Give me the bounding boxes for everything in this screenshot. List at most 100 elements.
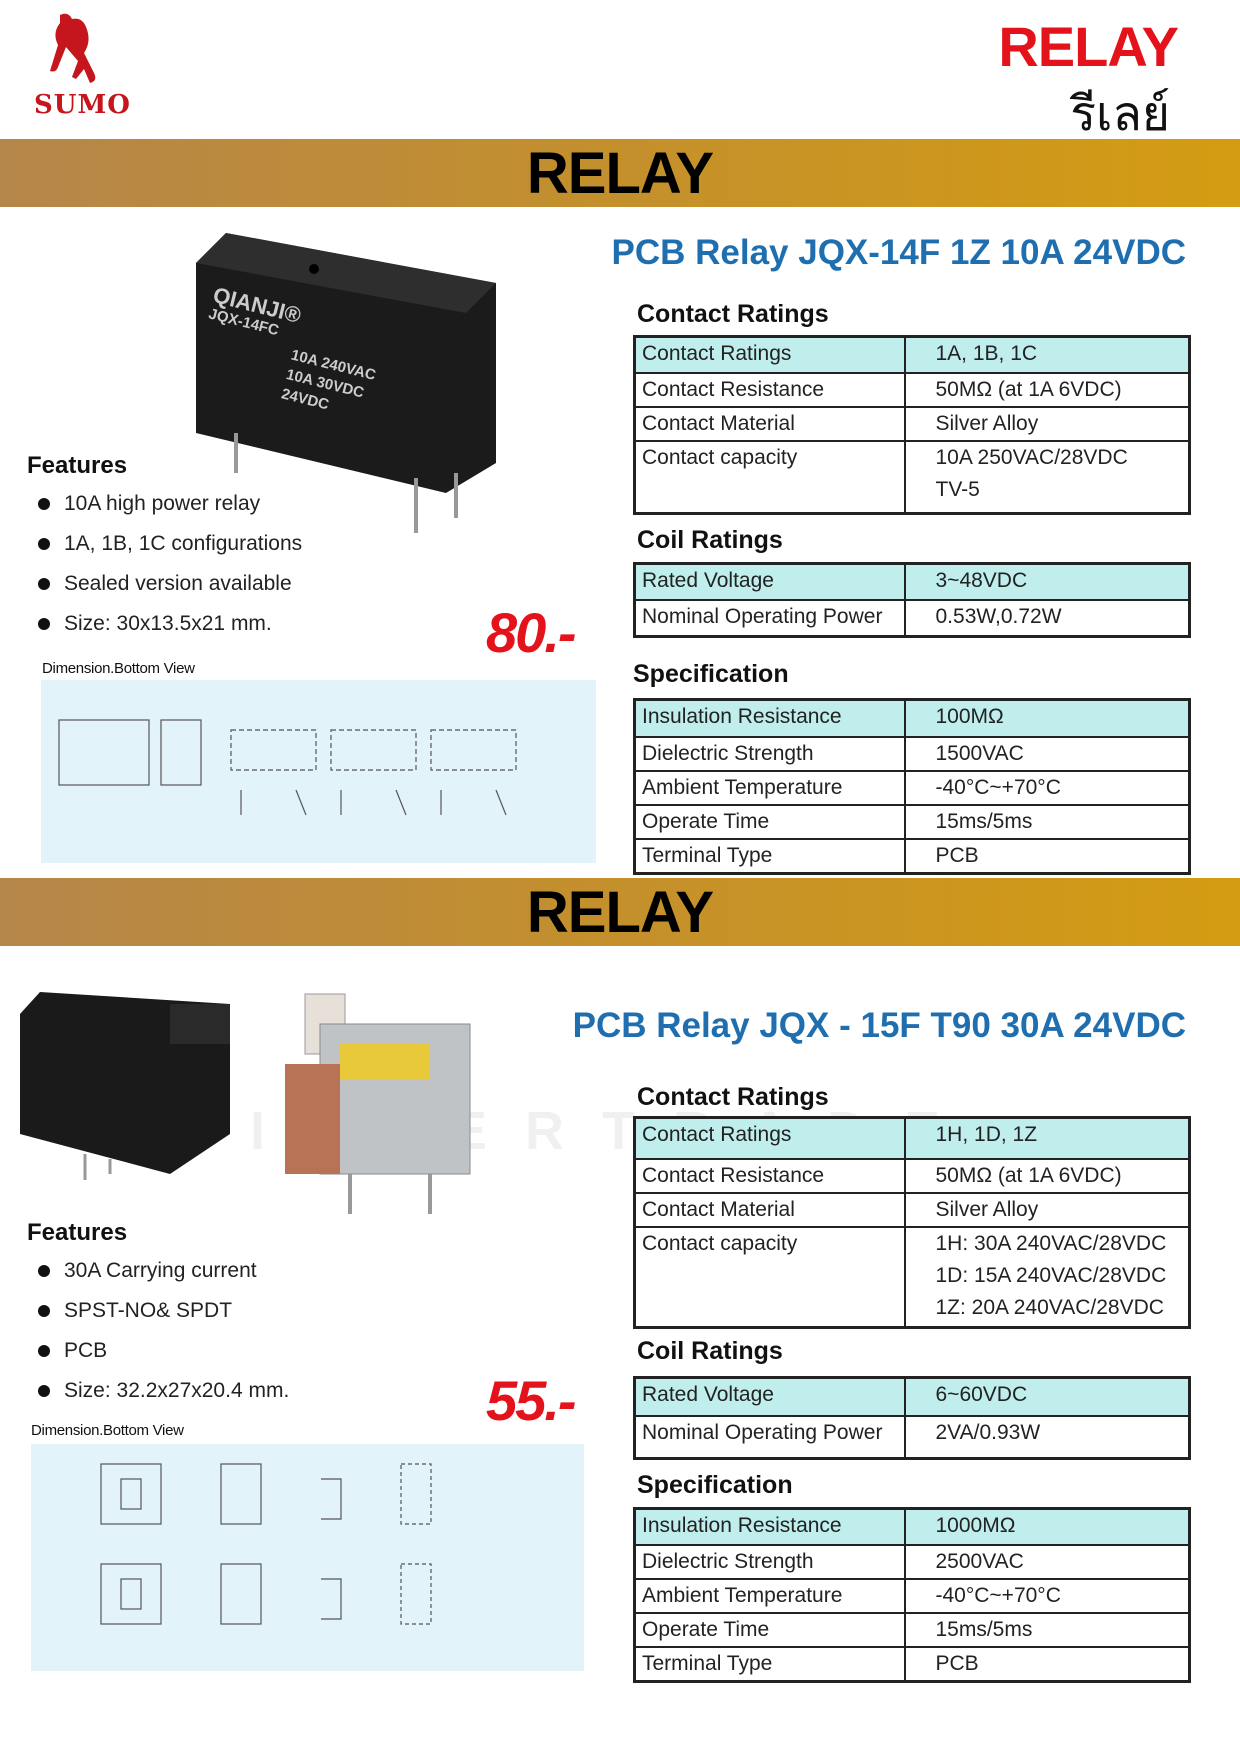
row-label: Insulation Resistance (633, 1507, 906, 1546)
bullet-icon (38, 578, 50, 590)
row-label: Contact Resistance (633, 371, 906, 408)
row-value: -40°C~+70°C (903, 769, 1191, 806)
bullet-icon (38, 1305, 50, 1317)
feature-text: Size: 32.2x27x20.4 mm. (64, 1379, 290, 1402)
row-value: -40°C~+70°C (903, 1577, 1191, 1614)
feature-text: Size: 30x13.5x21 mm. (64, 612, 272, 635)
row-value: 15ms/5ms (903, 803, 1191, 840)
row-label: Contact Ratings (633, 1116, 906, 1160)
price: 80.- (486, 601, 576, 664)
header-title-en: RELAY (998, 15, 1179, 78)
feature-item: SPST-NO& SPDT (38, 1299, 232, 1323)
dimension-label: Dimension.Bottom View (42, 660, 195, 677)
row-label: Operate Time (633, 803, 906, 840)
row-label: Rated Voltage (633, 562, 906, 601)
features-heading: Features (27, 452, 128, 479)
row-label: Contact capacity (633, 439, 906, 515)
row-value: 3~48VDC (903, 562, 1191, 601)
row-value: 15ms/5ms (903, 1611, 1191, 1648)
feature-item: Sealed version available (38, 572, 292, 596)
row-label: Ambient Temperature (633, 769, 906, 806)
section-heading: Coil Ratings (637, 526, 783, 554)
row-value: 0.53W,0.72W (903, 598, 1191, 638)
row-value: 1H, 1D, 1Z (903, 1116, 1191, 1160)
bullet-icon (38, 1345, 50, 1357)
product-title: PCB Relay JQX-14F 1Z 10A 24VDC (611, 233, 1187, 272)
section-heading: Contact Ratings (637, 300, 829, 328)
band-title: RELAY (526, 879, 714, 945)
features-heading: Features (27, 1219, 128, 1246)
row-value: 50MΩ (at 1A 6VDC) (903, 371, 1191, 408)
feature-text: 30A Carrying current (64, 1259, 257, 1282)
feature-text: Sealed version available (64, 572, 292, 595)
feature-item: 10A high power relay (38, 492, 260, 516)
feature-item: PCB (38, 1339, 107, 1363)
bullet-icon (38, 618, 50, 630)
row-label: Contact Material (633, 1191, 906, 1228)
section-heading: Coil Ratings (637, 1337, 783, 1365)
row-value: Silver Alloy (903, 1191, 1191, 1228)
row-label: Contact Ratings (633, 335, 906, 374)
row-value: 2VA/0.93W (903, 1414, 1191, 1460)
row-label: Ambient Temperature (633, 1577, 906, 1614)
row-label: Rated Voltage (633, 1376, 906, 1417)
feature-text: 10A high power relay (64, 492, 261, 515)
row-value: 10A 250VAC/28VDC TV-5 (903, 439, 1191, 515)
feature-text: PCB (64, 1339, 108, 1362)
row-label: Terminal Type (633, 1645, 906, 1682)
row-value: 100MΩ (903, 698, 1191, 738)
row-label: Insulation Resistance (633, 698, 906, 738)
bullet-icon (38, 1265, 50, 1277)
row-label: Contact Material (633, 405, 906, 442)
row-value: 6~60VDC (903, 1376, 1191, 1417)
section-heading: Contact Ratings (637, 1083, 829, 1111)
row-value: 1H: 30A 240VAC/28VDC 1D: 15A 240VAC/28VD… (903, 1225, 1191, 1329)
row-value: Silver Alloy (903, 405, 1191, 442)
header-title-th: รีเลย์ (1070, 86, 1170, 142)
product-title: PCB Relay JQX - 15F T90 30A 24VDC (572, 1006, 1186, 1045)
product-image-relay-jqx15f (20, 984, 510, 1220)
row-value: PCB (903, 1645, 1191, 1682)
bullet-icon (38, 1385, 50, 1397)
dimension-diagram (41, 680, 596, 863)
row-value: 1000MΩ (903, 1507, 1191, 1546)
table-row: Ambient Temperature-40°C~+70°C (633, 1577, 1191, 1614)
table-row: Ambient Temperature-40°C~+70°C (633, 769, 1191, 806)
band-title: RELAY (526, 140, 714, 206)
sumo-wrestler-icon (50, 13, 96, 84)
section-band: RELAY (0, 139, 1240, 207)
bullet-icon (38, 538, 50, 550)
feature-item: Size: 32.2x27x20.4 mm. (38, 1379, 289, 1403)
row-label: Terminal Type (633, 837, 906, 874)
feature-item: 30A Carrying current (38, 1259, 257, 1283)
dimension-label: Dimension.Bottom View (31, 1422, 184, 1439)
row-value: 1500VAC (903, 735, 1191, 772)
row-label: Dielectric Strength (633, 735, 906, 772)
row-value: 1A, 1B, 1C (903, 335, 1191, 374)
feature-item: 1A, 1B, 1C configurations (38, 532, 302, 556)
